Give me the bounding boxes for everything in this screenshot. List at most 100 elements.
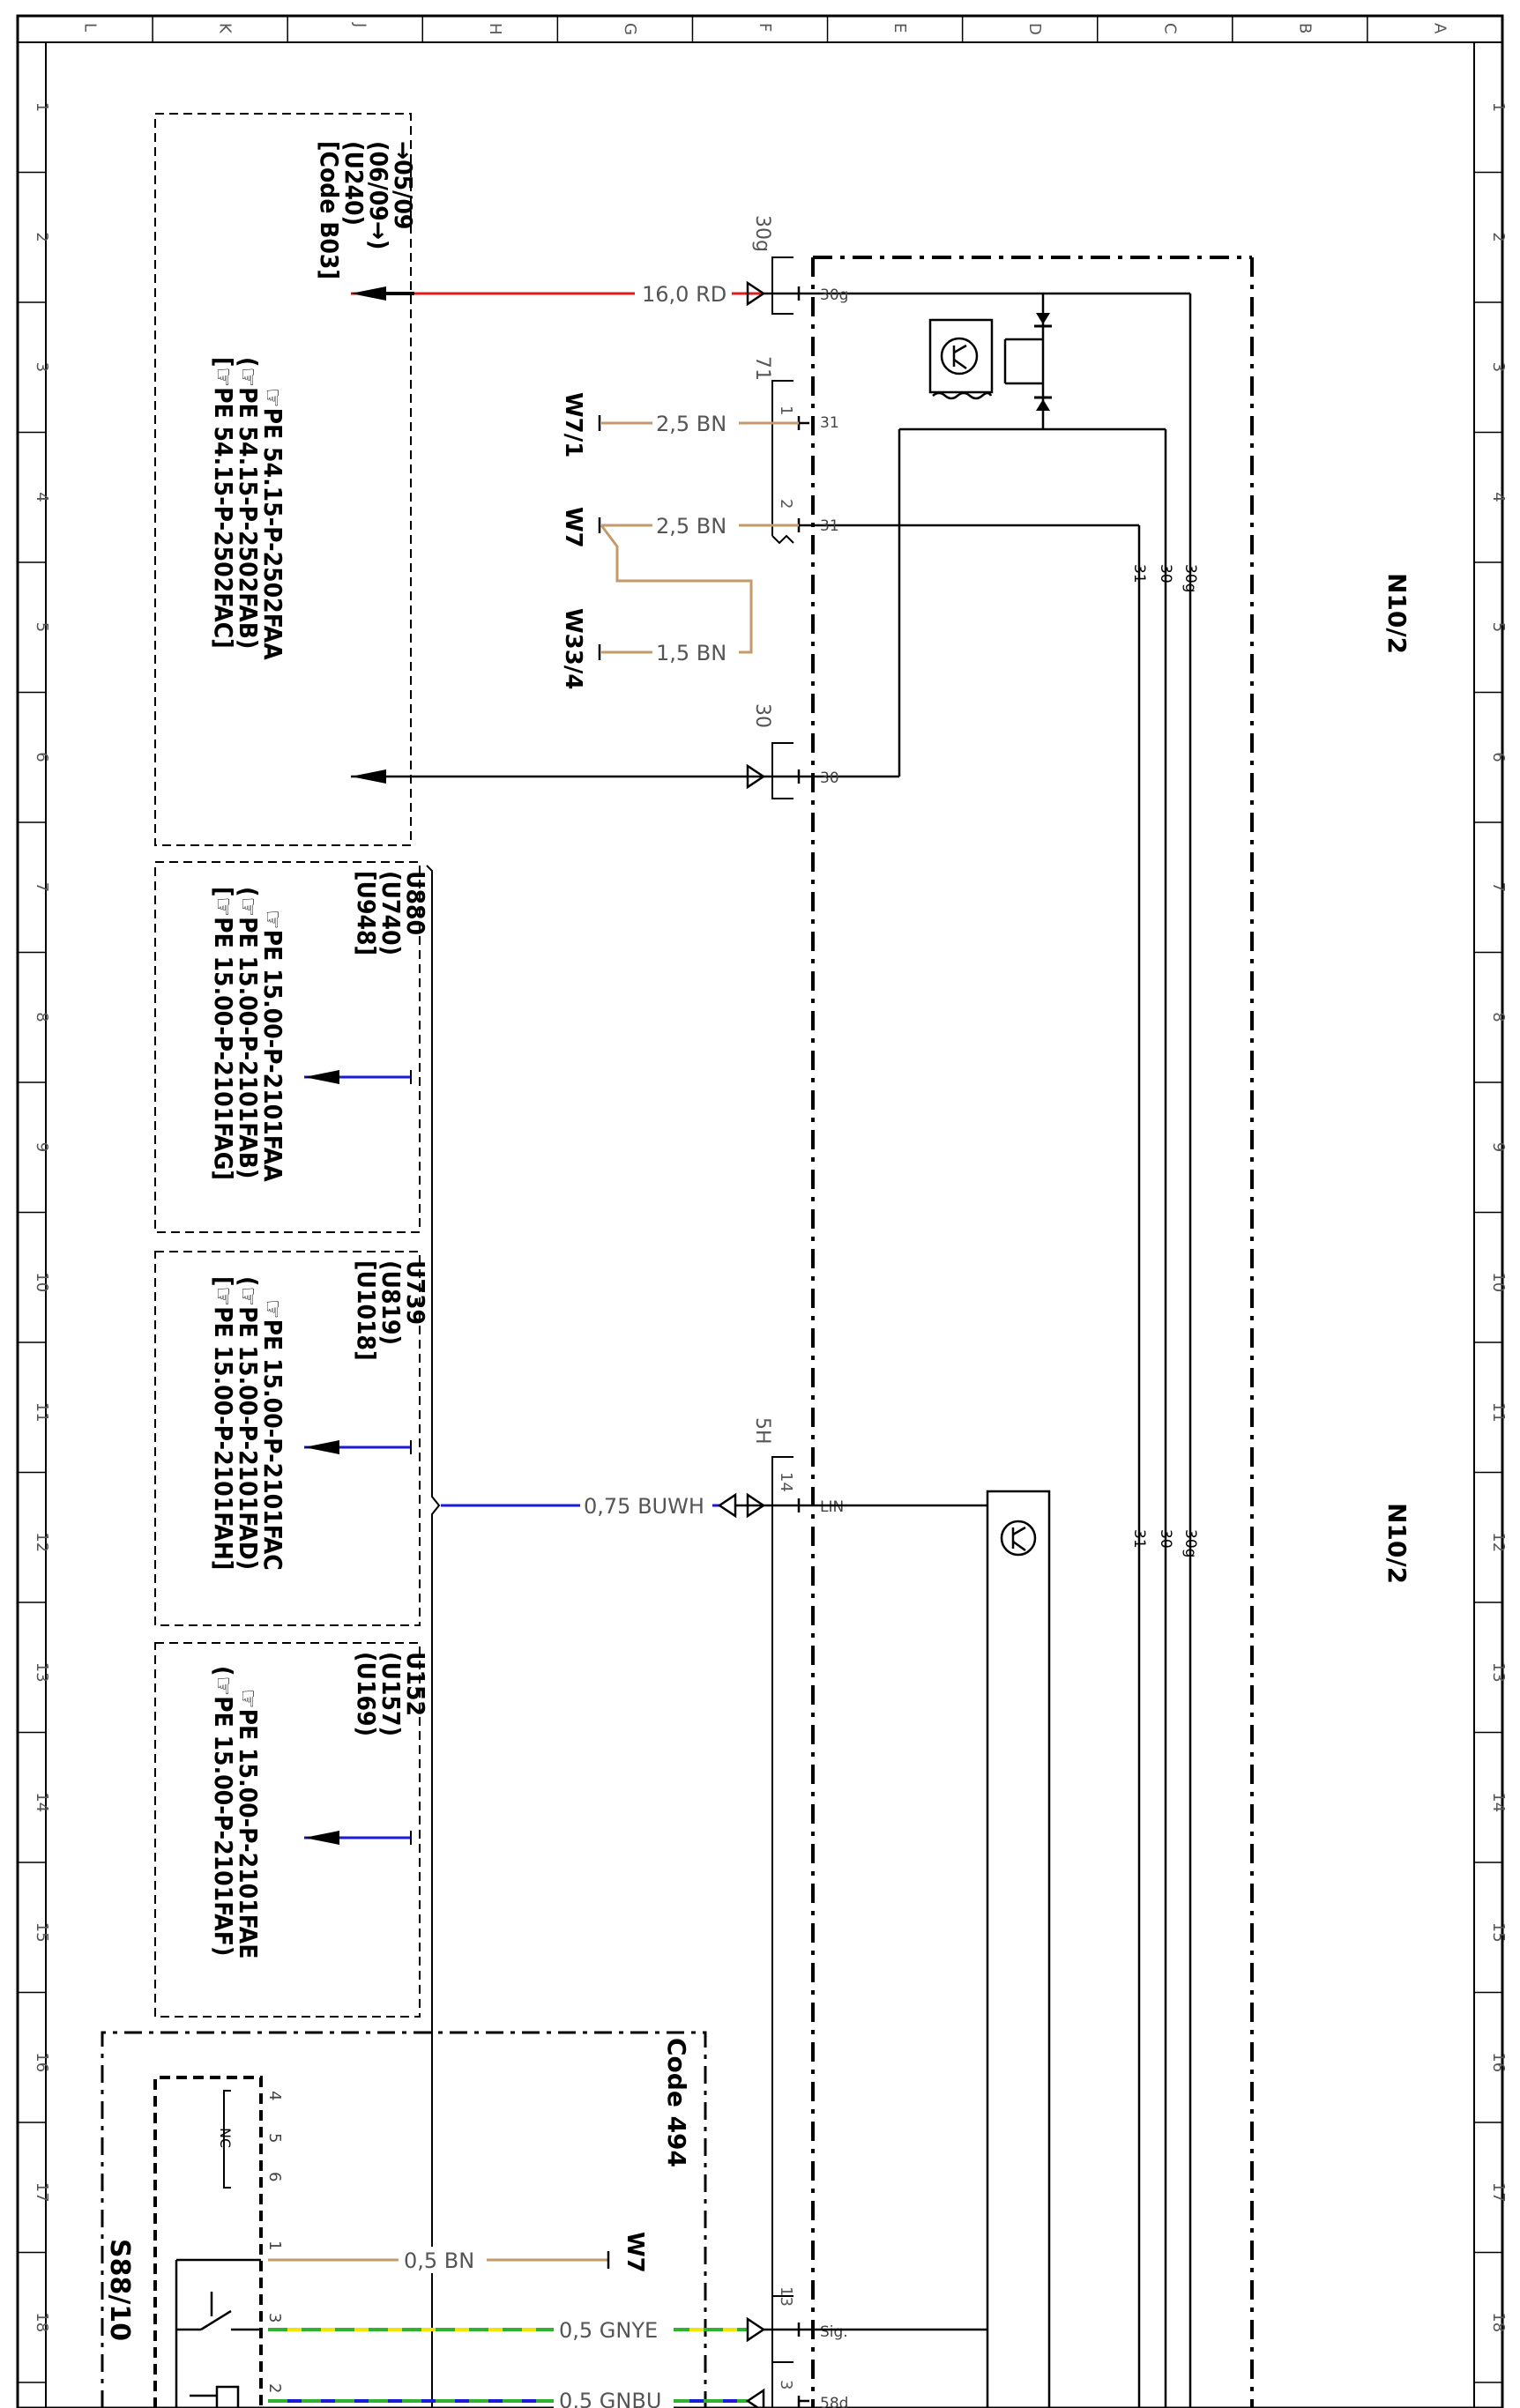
bus-label: 31: [1130, 1529, 1148, 1549]
ref-line: [Code B03]: [315, 141, 344, 279]
pin-number: 1: [265, 2241, 284, 2250]
ref-link[interactable]: (☞PE 15.00-P-2101FAD): [234, 1276, 263, 1570]
pin-signal: LIN: [820, 1498, 844, 1516]
wire-label: 2,5 BN: [656, 412, 726, 436]
ref-line: U152: [401, 1652, 430, 1716]
ref-link[interactable]: [☞PE 15.00-P-2101FAG]: [209, 887, 238, 1180]
ref-line: (U169): [352, 1652, 381, 1736]
ref-link[interactable]: ☞PE 15.00-P-2101FAC: [258, 1299, 287, 1571]
wire-label: 2,5 BN: [656, 514, 726, 539]
column-marker: D: [1025, 23, 1044, 35]
row-marker: 14: [1489, 1792, 1508, 1812]
ground-label: W7/1: [560, 392, 586, 457]
ref-line: (U740): [376, 871, 406, 955]
internal-bus: [809, 292, 1192, 2408]
pin-signal: 58d: [820, 2395, 848, 2408]
pin-number: 1: [777, 405, 795, 415]
pin-signal: 31: [820, 517, 839, 535]
column-marker: F: [756, 23, 774, 32]
ref-box-2: U880 (U740) [U948] ☞PE 15.00-P-2101FAA (…: [154, 861, 430, 1233]
wire-label: 0,5 BN: [404, 2248, 474, 2273]
wire-sig: 0,5 GNYE: [268, 2316, 799, 2343]
row-marker: 18: [1489, 2312, 1508, 2332]
ground-label: W7: [622, 2232, 648, 2273]
ref-line: [U948]: [352, 871, 381, 955]
pin-number: 3: [265, 2313, 284, 2323]
row-marker: 8: [1489, 1012, 1508, 1022]
bus-labels-top: 31 30 30g: [1130, 564, 1199, 592]
ref-line: (U240): [339, 141, 369, 226]
ref-link[interactable]: ☞PE 54.15-P-2502FAA: [258, 388, 287, 660]
pin-signal: 30g: [820, 286, 848, 304]
row-marker: 13: [1489, 1662, 1508, 1683]
row-marker: 1: [1489, 102, 1508, 112]
row-marker: 6: [33, 752, 51, 762]
connector-name: 30g: [751, 215, 773, 252]
row-marker: 16: [1489, 2052, 1508, 2072]
row-marker: 7: [33, 882, 51, 892]
row-marker: 2: [1489, 232, 1508, 242]
wire-lin: 0,75 BUWH: [304, 865, 799, 2408]
row-marker: 15: [33, 1922, 51, 1943]
bus-label: 30g: [1181, 564, 1199, 592]
pin-number: 4: [265, 2091, 284, 2100]
row-marker: 13: [33, 1662, 51, 1683]
ref-box-4: U152 (U157) (U169) ☞PE 15.00-P-2101FAE (…: [154, 1642, 430, 2018]
ref-line: U739: [401, 1260, 430, 1325]
row-marker: 3: [1489, 362, 1508, 372]
ref-line: (U157): [376, 1652, 406, 1736]
column-marker: J: [351, 22, 369, 27]
ref-link[interactable]: (☞PE 15.00-P-2101FAF): [209, 1666, 238, 1956]
row-marker: 11: [1489, 1402, 1508, 1423]
ref-link[interactable]: (☞PE 15.00-P-2101FAB): [234, 887, 263, 1178]
column-marker: B: [1295, 23, 1314, 33]
option-code: Code 494: [662, 2038, 691, 2167]
wire-w7-1: 2,5 BN W7/1: [560, 392, 799, 457]
row-marker: 8: [33, 1012, 51, 1022]
module-label-bottom: N10/2: [1382, 1503, 1412, 1584]
row-marker: 17: [1489, 2182, 1508, 2203]
module-label-top: N10/2: [1382, 573, 1412, 654]
ref-box-3: U739 (U819) [U1018] ☞PE 15.00-P-2101FAC …: [154, 1251, 430, 1626]
ref-link[interactable]: [☞PE 15.00-P-2101FAH]: [209, 1276, 238, 1570]
row-marker: 7: [1489, 882, 1508, 892]
pin-number: 5: [265, 2133, 284, 2143]
column-marker: C: [1160, 23, 1179, 34]
row-marker: 18: [33, 2312, 51, 2332]
ref-link[interactable]: ☞PE 15.00-P-2101FAE: [234, 1689, 263, 1958]
ref-link[interactable]: ☞PE 15.00-P-2101FAA: [258, 910, 287, 1182]
bus-label: 30: [1157, 564, 1174, 583]
nc-label: NC: [217, 2128, 234, 2148]
connector-lower: [772, 2295, 794, 2363]
connector-names: 30g 71 30 5H: [751, 215, 773, 1445]
row-marker: 15: [1489, 1922, 1508, 1943]
bus-label: 30g: [1181, 1529, 1199, 1557]
ref-box-1: →05/09 (06/09→) (U240) [Code B03] ☞PE 54…: [154, 113, 418, 846]
connector-name: 30: [751, 703, 773, 728]
column-marker: G: [621, 23, 639, 35]
row-marker: 17: [33, 2182, 51, 2203]
module-label: N10/2: [1382, 573, 1412, 654]
module-outline: [811, 256, 1254, 2408]
pin-signal-names: 30g 31 31 30 LIN Sig. 58d: [820, 286, 848, 2408]
diode-top: [1034, 313, 1052, 328]
ref-link[interactable]: [☞PE 54.15-P-2502FAC]: [209, 357, 238, 649]
ref-line: U880: [401, 871, 430, 935]
ref-line: →05/09: [389, 141, 418, 229]
column-marker: E: [890, 23, 909, 33]
ref-line: [U1018]: [352, 1260, 381, 1361]
pin-numbers: 1 2 14 13 3: [777, 405, 795, 2389]
wire-label: 0,5 GNBU: [559, 2389, 661, 2408]
pin-number: 2: [265, 2383, 284, 2393]
wire-s88-gnd: 0,5 BN W7: [268, 2232, 648, 2273]
row-marker: 12: [33, 1532, 51, 1552]
ref-link[interactable]: (☞PE 54.15-P-2502FAB): [234, 357, 263, 649]
pin-stubs: [797, 286, 809, 2408]
wire-label: 16,0 RD: [642, 282, 726, 307]
wire-30g: 16,0 RD: [351, 280, 799, 307]
wire-label: 1,5 BN: [656, 641, 726, 665]
wire-label: 0,5 GNYE: [559, 2318, 658, 2343]
column-marker: H: [486, 23, 504, 35]
